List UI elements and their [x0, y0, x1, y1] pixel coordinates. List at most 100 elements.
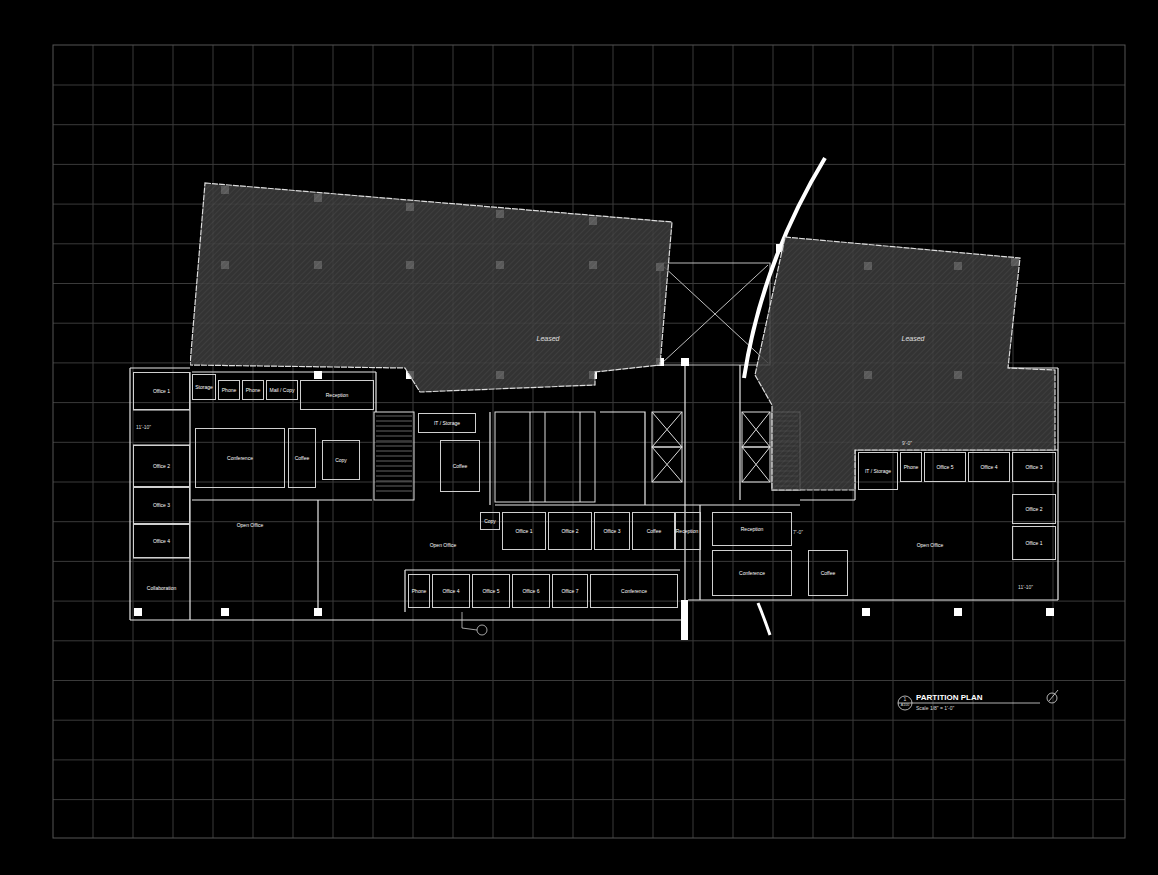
room: Reception	[674, 512, 701, 550]
grid-line	[53, 164, 1125, 165]
room: Open Office	[860, 515, 1000, 575]
room: Office 5	[924, 452, 966, 482]
grid-line	[53, 759, 1125, 760]
room-name: Open Office	[430, 543, 457, 548]
room: Office 4	[133, 524, 190, 558]
room-name: Office 2	[1025, 507, 1042, 512]
stair-tread	[376, 491, 412, 492]
room-name: Phone	[222, 388, 236, 393]
room: Office 1	[133, 372, 190, 410]
column	[862, 608, 870, 616]
wall	[405, 569, 680, 570]
room: Conference	[195, 428, 285, 488]
title-block	[898, 690, 1058, 710]
wall	[489, 412, 490, 505]
wall	[495, 504, 700, 505]
room: Office 4	[432, 574, 470, 608]
room: Conference	[712, 550, 792, 596]
area-label: Leased	[902, 335, 925, 342]
room: Coffee	[288, 428, 316, 488]
dimension: 7'-0"	[793, 530, 803, 535]
stair-tread	[376, 436, 412, 437]
room-name: Office 5	[936, 465, 953, 470]
column	[221, 608, 229, 616]
callout-symbol	[462, 612, 487, 635]
room-name: IT / Storage	[865, 469, 891, 474]
room-name: Coffee	[453, 464, 468, 469]
room-name: Collaboration	[147, 586, 176, 591]
grid-line	[53, 720, 1125, 721]
room: Office 2	[133, 445, 190, 487]
leased-boundary	[755, 237, 1055, 490]
room: Office 1	[1012, 526, 1056, 560]
room-name: Phone	[246, 388, 260, 393]
stair-tread	[376, 441, 412, 442]
room: Reception	[712, 512, 792, 546]
grid-line	[53, 640, 1125, 641]
stair-tread	[376, 416, 412, 417]
wall	[130, 619, 685, 620]
column	[954, 608, 962, 616]
room: Coffee	[808, 550, 848, 596]
room-name: Conference	[621, 589, 647, 594]
room: Office 4	[968, 452, 1010, 482]
room: Reception	[300, 380, 374, 410]
sheet-number: A100	[901, 704, 909, 708]
room-name: Coffee	[821, 571, 836, 576]
room: Open Office	[408, 530, 478, 560]
wall	[800, 499, 855, 500]
core	[374, 412, 800, 502]
area-label: Leased	[537, 335, 560, 342]
stair-tread	[376, 426, 412, 427]
room-name: Office 7	[561, 589, 578, 594]
wall	[404, 570, 405, 612]
room-name: Office 1	[1025, 541, 1042, 546]
wall	[317, 500, 318, 612]
room-name: Office 2	[153, 464, 170, 469]
grid-line	[53, 521, 1125, 522]
grid-line	[53, 85, 1125, 86]
wall	[192, 499, 372, 500]
wall	[688, 599, 1058, 600]
room: IT / Storage	[418, 413, 476, 433]
room: Storage	[192, 374, 216, 400]
room: Collaboration	[133, 560, 190, 616]
wall	[129, 368, 130, 620]
room: Coffee	[440, 440, 480, 492]
room: Office 2	[548, 512, 592, 550]
stair-tread	[376, 451, 412, 452]
wall	[600, 412, 645, 505]
room-name: Office 5	[482, 589, 499, 594]
stair-tread	[376, 481, 412, 482]
dimension: 11'-10"	[1018, 585, 1033, 590]
room-name: Reception	[676, 529, 699, 534]
lobby-void	[660, 263, 770, 365]
room-name: Office 2	[561, 529, 578, 534]
wall	[684, 365, 685, 600]
wall	[1057, 368, 1058, 600]
grid	[53, 45, 1125, 838]
scale-note: Scale 1/8" = 1'-0"	[916, 706, 954, 711]
room-name: Office 3	[1025, 465, 1042, 470]
dimension: 9'-0"	[902, 441, 912, 446]
leased-area: Leased	[190, 182, 673, 393]
room-name: Conference	[227, 456, 253, 461]
room-name: Copy	[335, 458, 347, 463]
curved-wall	[758, 603, 770, 635]
room-name: Coffee	[647, 529, 662, 534]
room: Coffee	[632, 512, 676, 550]
room: Mail / Copy	[266, 380, 298, 400]
room-name: Office 4	[980, 465, 997, 470]
grid-line	[53, 561, 1125, 562]
room: Office 3	[594, 512, 630, 550]
room-name: IT / Storage	[434, 421, 460, 426]
wall	[192, 371, 376, 372]
stair-tread	[376, 471, 412, 472]
room-name: Phone	[904, 465, 918, 470]
wall	[700, 504, 800, 505]
room: Office 3	[133, 487, 190, 524]
grid-line	[53, 601, 1125, 602]
room: Phone	[408, 574, 430, 608]
stair-tread	[376, 486, 412, 487]
grid-line	[53, 124, 1125, 125]
